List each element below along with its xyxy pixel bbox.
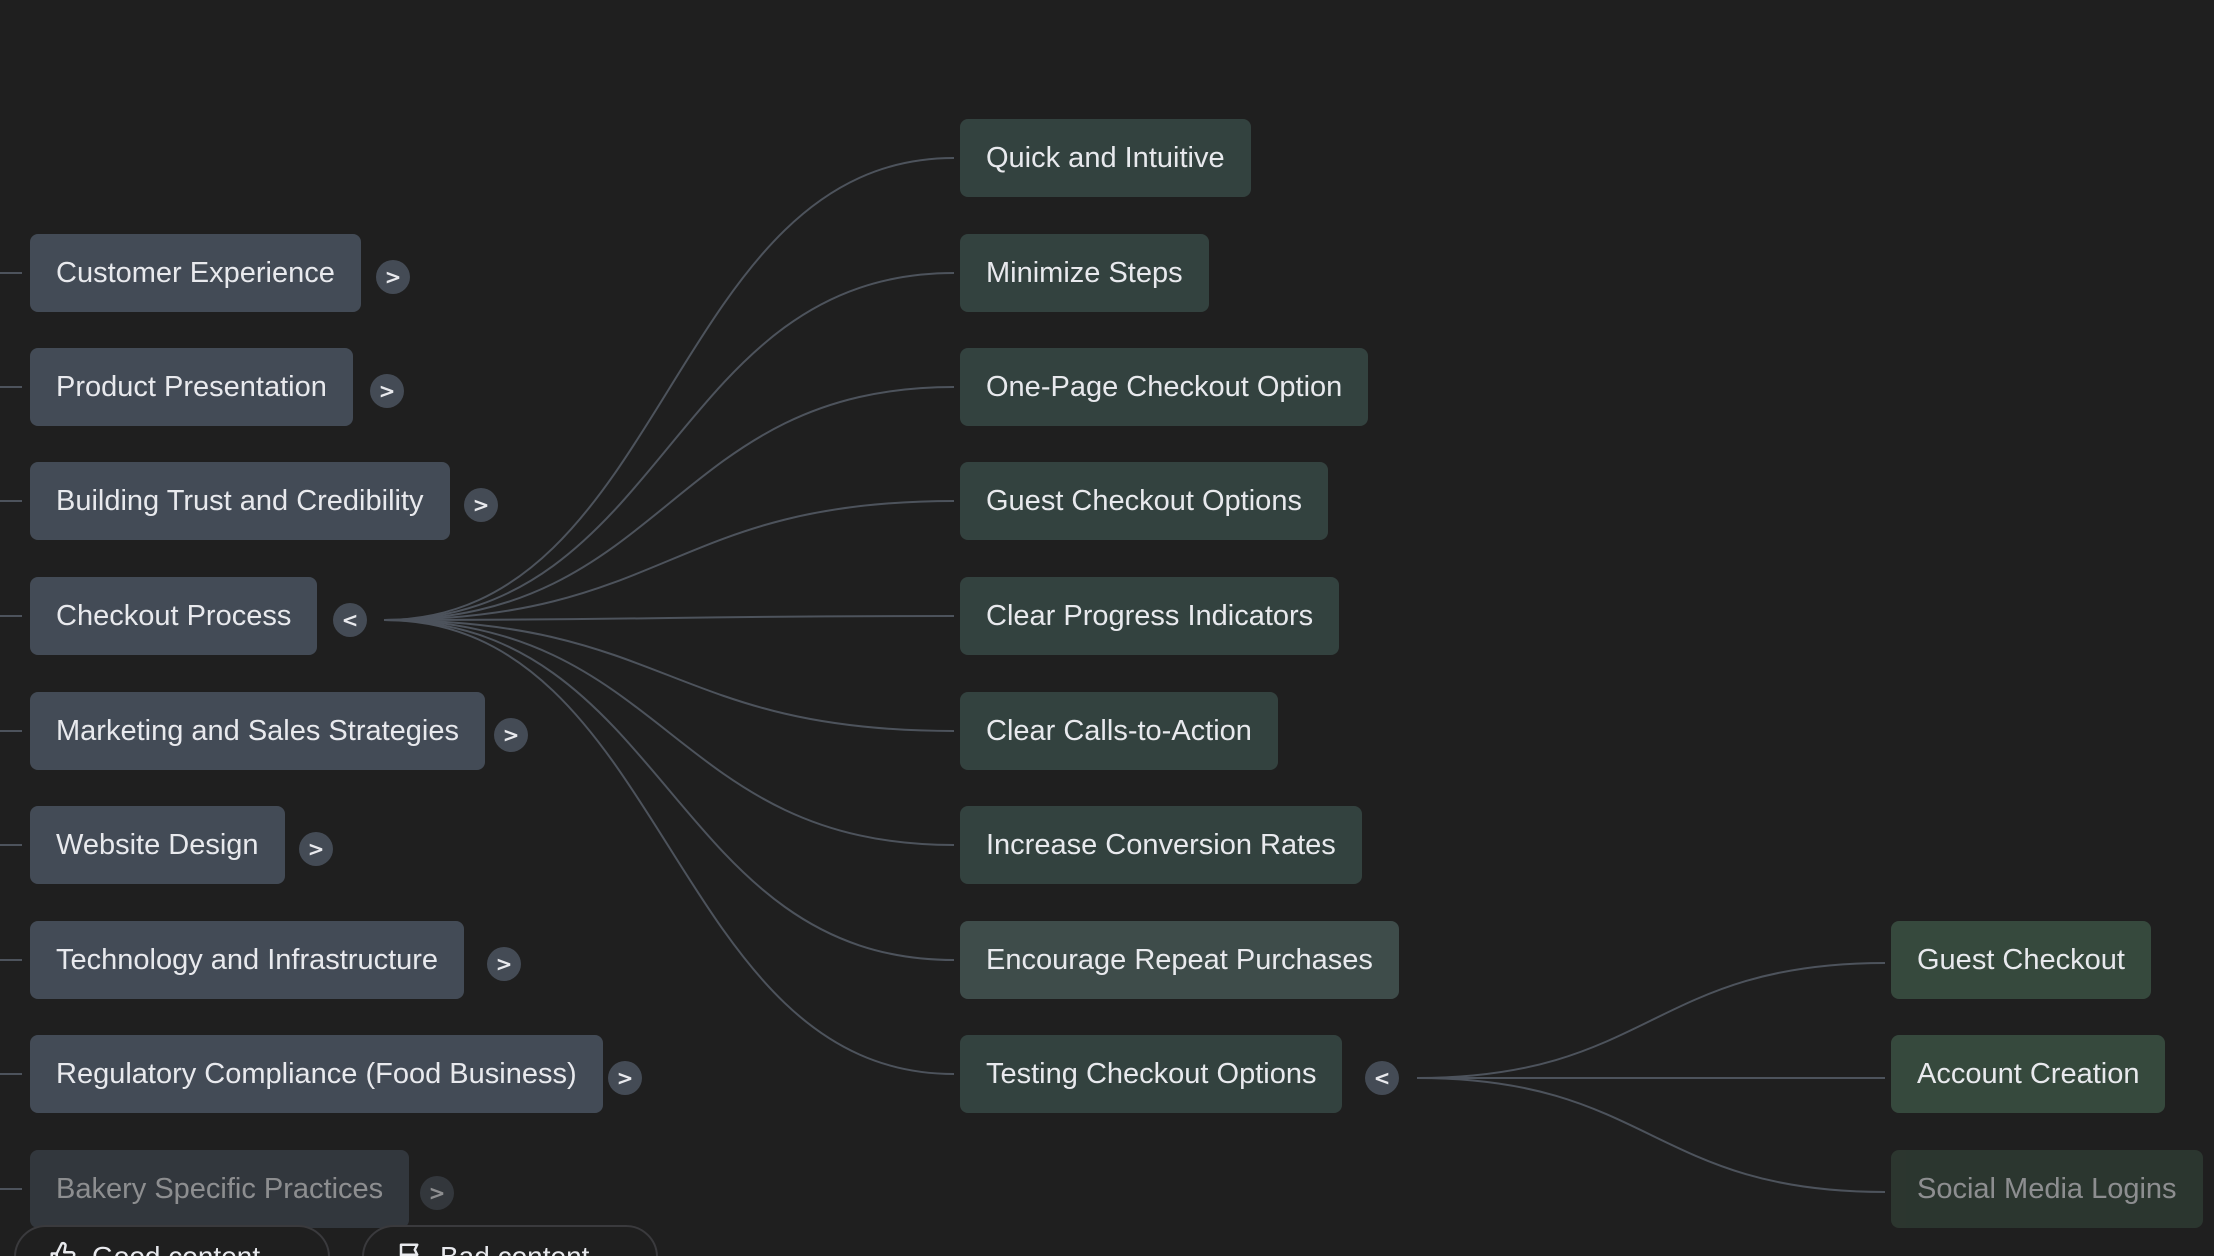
node-clear-progress-indicators[interactable]: Clear Progress Indicators bbox=[960, 577, 1340, 655]
node-label: Social Media Logins bbox=[1917, 1172, 2177, 1205]
node-label: Increase Conversion Rates bbox=[986, 828, 1336, 861]
node-label: Quick and Intuitive bbox=[986, 141, 1225, 174]
node-guest-checkout[interactable]: Guest Checkout bbox=[1891, 921, 2151, 999]
node-minimize-steps[interactable]: Minimize Steps bbox=[960, 234, 1209, 312]
branch-label: Checkout Process bbox=[56, 599, 292, 632]
branch-label: Technology and Infrastructure bbox=[56, 943, 439, 976]
node-quick-intuitive[interactable]: Quick and Intuitive bbox=[960, 119, 1251, 197]
node-label: Clear Calls-to-Action bbox=[986, 714, 1252, 747]
branch-node-customer-experience[interactable]: Customer Experience bbox=[30, 234, 361, 312]
expand-toggle-building-trust[interactable]: > bbox=[464, 488, 498, 522]
branch-node-checkout-process[interactable]: Checkout Process bbox=[30, 577, 318, 655]
node-label: Minimize Steps bbox=[986, 256, 1183, 289]
node-encourage-repeat-purchases[interactable]: Encourage Repeat Purchases bbox=[960, 921, 1399, 999]
branch-label: Customer Experience bbox=[56, 256, 335, 289]
checkout-child-connector bbox=[383, 619, 955, 732]
checkout-child-connector bbox=[383, 619, 955, 961]
node-label: Guest Checkout bbox=[1917, 943, 2125, 976]
expand-toggle-product-presentation[interactable]: > bbox=[370, 374, 404, 408]
expand-toggle-customer-experience[interactable]: > bbox=[376, 260, 410, 294]
node-testing-checkout-options[interactable]: Testing Checkout Options bbox=[960, 1035, 1343, 1113]
node-label: Testing Checkout Options bbox=[986, 1057, 1317, 1090]
checkout-child-connector bbox=[383, 615, 955, 621]
checkout-child-connector bbox=[383, 386, 955, 621]
branch-label: Building Trust and Credibility bbox=[56, 484, 424, 517]
branch-node-marketing-sales[interactable]: Marketing and Sales Strategies bbox=[30, 692, 485, 770]
branch-node-regulatory-compliance[interactable]: Regulatory Compliance (Food Business) bbox=[30, 1035, 603, 1113]
node-label: One-Page Checkout Option bbox=[986, 370, 1343, 403]
node-label: Encourage Repeat Purchases bbox=[986, 943, 1373, 976]
branch-node-building-trust[interactable]: Building Trust and Credibility bbox=[30, 462, 450, 540]
branch-node-website-design[interactable]: Website Design bbox=[30, 806, 285, 884]
node-increase-conversion-rates[interactable]: Increase Conversion Rates bbox=[960, 806, 1362, 884]
node-label: Account Creation bbox=[1917, 1057, 2140, 1090]
collapse-toggle-checkout-process[interactable]: < bbox=[333, 603, 367, 637]
node-label: Guest Checkout Options bbox=[986, 484, 1302, 517]
expand-toggle-bakery-practices[interactable]: > bbox=[420, 1176, 454, 1210]
branch-label: Marketing and Sales Strategies bbox=[56, 714, 459, 747]
expand-toggle-technology-infrastructure[interactable]: > bbox=[487, 947, 521, 981]
expand-toggle-regulatory-compliance[interactable]: > bbox=[608, 1061, 642, 1095]
node-guest-checkout-options[interactable]: Guest Checkout Options bbox=[960, 462, 1328, 540]
expand-toggle-marketing-sales[interactable]: > bbox=[494, 718, 528, 752]
checkout-child-connector bbox=[383, 500, 955, 621]
flag-icon bbox=[396, 1241, 426, 1256]
expand-toggle-website-design[interactable]: > bbox=[299, 832, 333, 866]
checkout-child-connector bbox=[383, 619, 955, 846]
branch-label: Bakery Specific Practices bbox=[56, 1172, 384, 1205]
branch-label: Product Presentation bbox=[56, 370, 327, 403]
good-content-label: Good content bbox=[92, 1241, 260, 1256]
checkout-child-connector bbox=[383, 619, 955, 1075]
node-one-page-checkout[interactable]: One-Page Checkout Option bbox=[960, 348, 1369, 426]
bad-content-button[interactable]: Bad content bbox=[362, 1225, 658, 1256]
branch-label: Website Design bbox=[56, 828, 259, 861]
node-account-creation[interactable]: Account Creation bbox=[1891, 1035, 2166, 1113]
node-label: Clear Progress Indicators bbox=[986, 599, 1314, 632]
good-content-button[interactable]: Good content bbox=[14, 1225, 330, 1256]
node-clear-calls-to-action[interactable]: Clear Calls-to-Action bbox=[960, 692, 1278, 770]
branch-label: Regulatory Compliance (Food Business) bbox=[56, 1057, 577, 1090]
branch-node-bakery-practices[interactable]: Bakery Specific Practices bbox=[30, 1150, 410, 1228]
bad-content-label: Bad content bbox=[440, 1241, 589, 1256]
branch-node-technology-infrastructure[interactable]: Technology and Infrastructure bbox=[30, 921, 465, 999]
node-social-media-logins[interactable]: Social Media Logins bbox=[1891, 1150, 2203, 1228]
thumbs-up-icon bbox=[48, 1241, 78, 1256]
checkout-child-connector bbox=[383, 272, 955, 621]
testing-child-connector bbox=[1416, 1077, 1886, 1193]
branch-node-product-presentation[interactable]: Product Presentation bbox=[30, 348, 353, 426]
testing-child-connector bbox=[1416, 962, 1886, 1079]
collapse-toggle-testing-checkout[interactable]: < bbox=[1365, 1061, 1399, 1095]
checkout-child-connector bbox=[383, 157, 955, 621]
